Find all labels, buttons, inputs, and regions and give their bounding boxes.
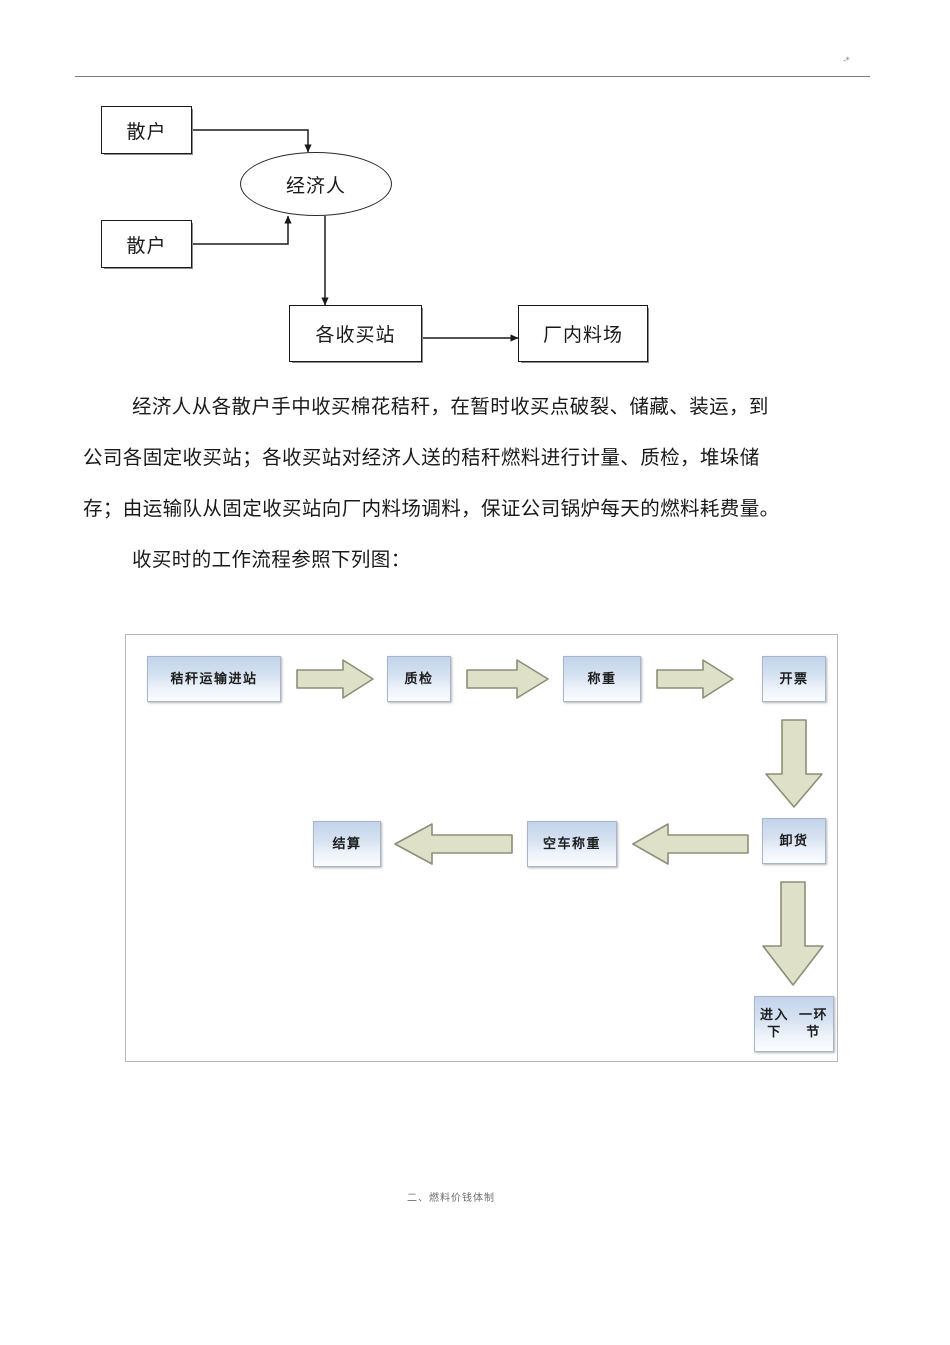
- node-next-stage: 进入下 一环节: [754, 996, 834, 1052]
- header-rule: [75, 76, 870, 77]
- arrow-right-quality-to-weigh: [466, 659, 549, 699]
- node-straw-transport-arrival: 秸秆运输进站: [147, 656, 281, 702]
- arrow-right-weigh-to-ticket: [656, 659, 734, 699]
- arrow-down-ticket-to-unload: [765, 719, 823, 808]
- paragraph-1-line-2: 公司各固定收买站；各收买站对经济人送的秸秆燃料进行计量、质检，堆垛储: [83, 446, 760, 469]
- paragraph-1-line-3: 存；由运输队从固定收买站向厂内料场调料，保证公司锅炉每天的燃料耗费量。: [83, 497, 780, 520]
- diagram1-connectors: [192, 129, 519, 342]
- paragraph-2: 收买时的工作流程参照下列图：: [132, 548, 411, 571]
- node-settlement: 结算: [313, 821, 381, 867]
- node-next-stage-line-1: 进入下: [759, 1008, 789, 1040]
- node-retail-household-1: 散户: [101, 106, 192, 154]
- node-weighing: 称重: [563, 656, 641, 702]
- node-broker: 经济人: [240, 152, 392, 216]
- node-issue-ticket: 开票: [762, 656, 826, 702]
- arrow-right-arrive-to-quality: [296, 659, 374, 699]
- node-retail-household-2: 散户: [101, 220, 192, 268]
- node-quality-inspection: 质检: [387, 656, 451, 702]
- node-purchase-station: 各收买站: [289, 305, 422, 362]
- arrow-left-unload-to-empty-weigh: [632, 823, 749, 865]
- procurement-flow-diagram: 散户 散户 经济人 各收买站 厂内料场: [0, 0, 950, 380]
- node-factory-yard: 厂内料场: [518, 305, 648, 362]
- node-unloading: 卸货: [762, 818, 826, 864]
- header-mark: -*: [843, 56, 850, 66]
- footer-section-heading: 二、燃料价钱体制: [407, 1193, 495, 1204]
- node-empty-vehicle-weighing: 空车称重: [527, 821, 617, 867]
- node-next-stage-line-2: 一环节: [798, 1008, 828, 1040]
- paragraph-1-line-1: 经济人从各散户手中收买棉花秸秆，在暂时收买点破裂、储藏、装运，到: [132, 395, 769, 418]
- arrow-left-empty-weigh-to-settle: [394, 823, 513, 865]
- arrow-down-unload-to-next: [762, 881, 824, 986]
